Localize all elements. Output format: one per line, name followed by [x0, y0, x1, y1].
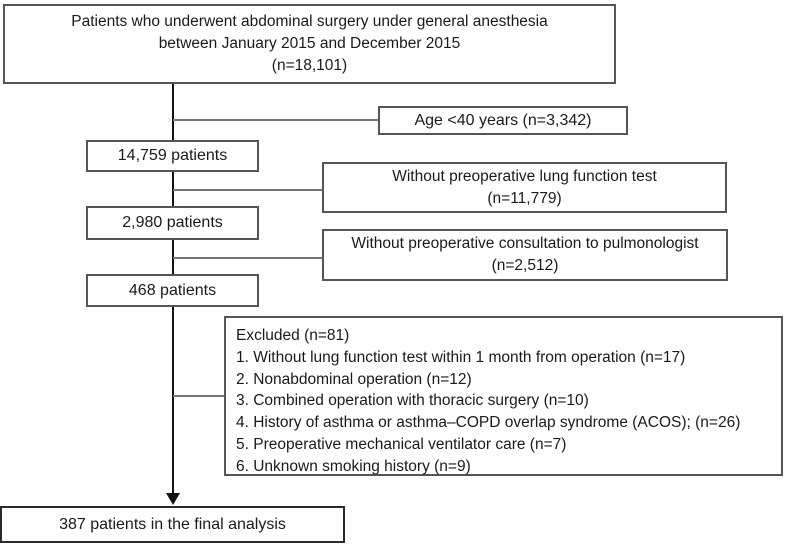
exclusion-detail-item-4: 4. History of asthma or asthma–COPD over…: [236, 414, 741, 432]
connector-branch-consultation: [173, 257, 322, 259]
exclusion-consultation-box: Without preoperative consultation to pul…: [322, 229, 728, 281]
source-population-box: Patients who underwent abdominal surgery…: [3, 4, 616, 84]
exclusion-detail-item-5: 5. Preoperative mechanical ventilator ca…: [236, 435, 567, 453]
exclusion-lung-function-box: Without preoperative lung function test …: [322, 162, 727, 213]
exclusion-lung-function-count: (n=11,779): [487, 189, 562, 207]
cohort-14759-label: 14,759 patients: [117, 147, 228, 164]
cohort-2980-box: 2,980 patients: [86, 206, 259, 240]
exclusion-consultation-count: (n=2,512): [491, 257, 559, 274]
connector-cohort3-to-final: [172, 307, 174, 495]
final-analysis-box: 387 patients in the final analysis: [0, 506, 345, 543]
exclusion-consultation-line1: Without preoperative consultation to pul…: [351, 235, 699, 252]
exclusion-detail-item-2: 2. Nonabdominal operation (n=12): [236, 370, 472, 388]
cohort-468-label: 468 patients: [128, 281, 217, 299]
cohort-2980-label: 2,980 patients: [122, 214, 223, 231]
exclusion-detail-box: Excluded (n=81) 1. Without lung function…: [224, 316, 783, 476]
cohort-14759-box: 14,759 patients: [86, 140, 259, 172]
arrow-down-icon: [166, 493, 180, 505]
source-population-line2: between January 2015 and December 2015: [158, 35, 461, 52]
source-population-line1: Patients who underwent abdominal surgery…: [71, 13, 548, 30]
connector-branch-age: [173, 119, 378, 121]
cohort-468-box: 468 patients: [86, 274, 259, 307]
source-population-count: (n=18,101): [271, 57, 348, 74]
connector-source-to-cohort1: [172, 84, 174, 140]
connector-branch-lung-function: [173, 189, 322, 191]
exclusion-detail-item-3: 3. Combined operation with thoracic surg…: [236, 392, 589, 410]
exclusion-detail-item-6: 6. Unknown smoking history (n=9): [236, 457, 471, 475]
exclusion-detail-item-1: 1. Without lung function test within 1 m…: [236, 348, 686, 366]
final-analysis-label: 387 patients in the final analysis: [59, 515, 286, 533]
exclusion-age-box: Age <40 years (n=3,342): [378, 106, 628, 135]
exclusion-lung-function-line1: Without preoperative lung function test: [392, 167, 657, 185]
exclusion-age-label: Age <40 years (n=3,342): [414, 111, 592, 129]
connector-branch-excluded: [173, 395, 224, 397]
exclusion-detail-title: Excluded (n=81): [236, 327, 350, 344]
